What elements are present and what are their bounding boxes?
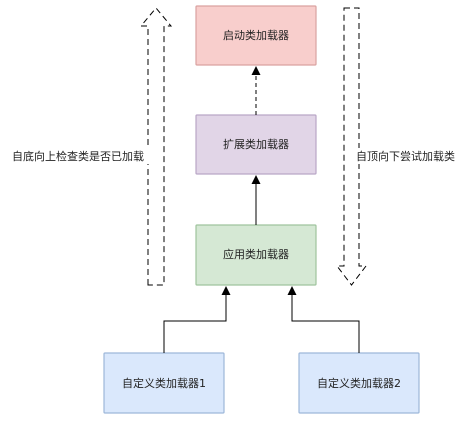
right-note: 自顶向下尝试加载类 bbox=[356, 149, 455, 163]
left-note-background bbox=[10, 148, 162, 164]
bootstrap-loader-label: 启动类加载器 bbox=[223, 28, 289, 42]
left-note: 自底向上检查类是否已加载 bbox=[12, 149, 144, 163]
custom-loader-2-label: 自定义类加载器2 bbox=[317, 376, 401, 390]
custom-loader-1-label: 自定义类加载器1 bbox=[122, 376, 206, 390]
application-loader-node: 应用类加载器 bbox=[195, 224, 317, 286]
bootstrap-loader-node: 启动类加载器 bbox=[195, 5, 317, 66]
custom-loader-1-node: 自定义类加载器1 bbox=[103, 352, 225, 414]
arrowhead-custom1-to-application bbox=[221, 286, 231, 295]
right-hollow-down-arrow bbox=[335, 7, 368, 286]
arrowhead-to-extension bbox=[251, 175, 261, 184]
custom-loader-2-node: 自定义类加载器2 bbox=[298, 352, 420, 414]
right-note-background bbox=[352, 148, 466, 164]
edge-custom2-to-application bbox=[291, 294, 360, 353]
extension-loader-label: 扩展类加载器 bbox=[223, 137, 289, 151]
extension-loader-node: 扩展类加载器 bbox=[195, 114, 317, 175]
arrowhead-to-bootstrap bbox=[251, 66, 261, 75]
bootstrap-loader-box bbox=[195, 5, 317, 66]
arrowhead-custom2-to-application bbox=[287, 286, 297, 295]
application-loader-label: 应用类加载器 bbox=[223, 247, 289, 261]
edge-custom1-to-application bbox=[163, 294, 227, 353]
left-hollow-up-arrow bbox=[139, 7, 173, 286]
